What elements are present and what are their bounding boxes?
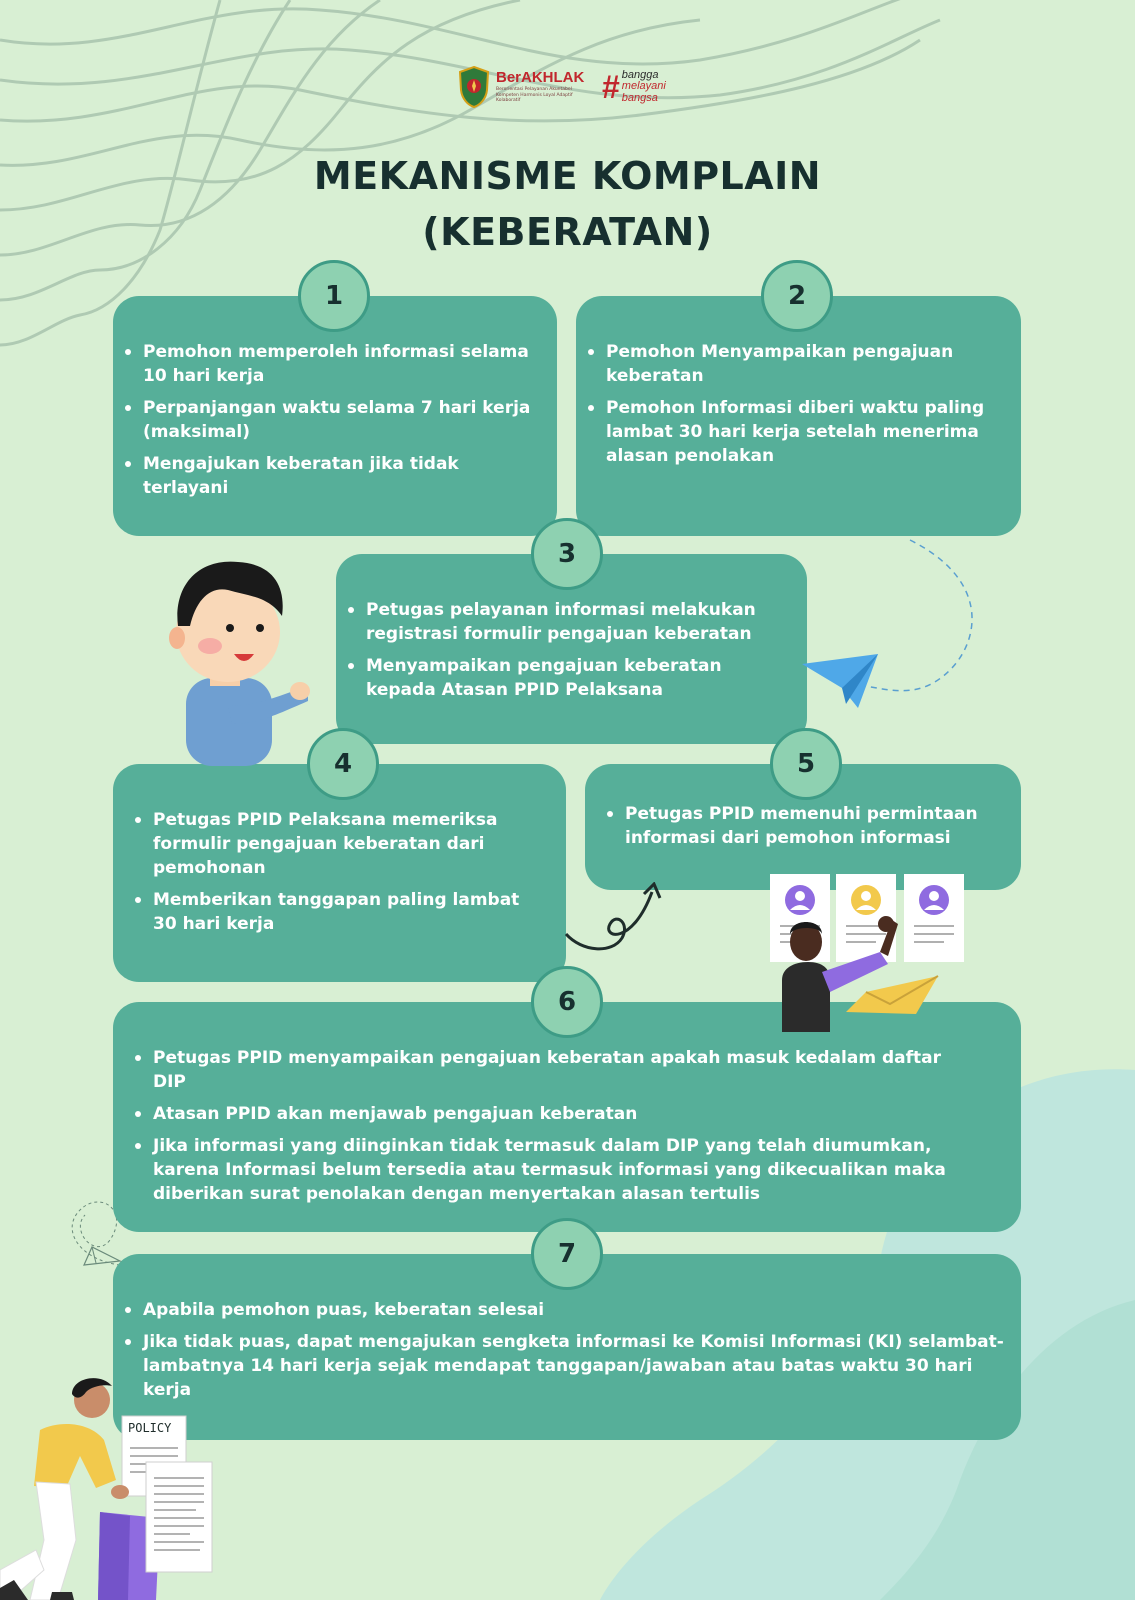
step-1-list: Pemohon memperoleh informasi selama 10 h… bbox=[113, 340, 541, 500]
step-2-list: Pemohon Menyampaikan pengajuan keberatan… bbox=[576, 340, 999, 468]
step-4-list: Petugas PPID Pelaksana memeriksa formuli… bbox=[123, 808, 546, 936]
list-item: Menyampaikan pengajuan keberatan kepada … bbox=[336, 654, 787, 702]
pointing-boy-illustration bbox=[169, 561, 310, 766]
list-item: Pemohon Informasi diberi waktu paling la… bbox=[576, 396, 999, 468]
list-item: Petugas PPID memenuhi permintaan informa… bbox=[595, 802, 1001, 850]
logo-tagline: Berorientasi Pelayanan Akuntabel Kompete… bbox=[496, 87, 573, 104]
small-paper-plane-icon bbox=[83, 1246, 122, 1266]
list-item: Pemohon Menyampaikan pengajuan keberatan bbox=[576, 340, 999, 388]
list-item: Petugas PPID Pelaksana memeriksa formuli… bbox=[123, 808, 546, 880]
list-item: Jika tidak puas, dapat mengajukan sengke… bbox=[113, 1330, 1011, 1402]
step-card-4: Petugas PPID Pelaksana memeriksa formuli… bbox=[113, 764, 566, 982]
step-badge-6: 6 bbox=[531, 966, 603, 1038]
profiles-selection-illustration bbox=[770, 874, 964, 1032]
step-card-2: Pemohon Menyampaikan pengajuan keberatan… bbox=[576, 296, 1021, 536]
policy-label: POLICY bbox=[128, 1421, 172, 1435]
hashtag-logo: # bangga melayani bangsa bbox=[602, 68, 666, 105]
policy-document-illustration: POLICY bbox=[0, 1378, 213, 1600]
step-5-list: Petugas PPID memenuhi permintaan informa… bbox=[595, 802, 1001, 850]
emblem-shield-icon bbox=[458, 66, 490, 108]
step-badge-2: 2 bbox=[761, 260, 833, 332]
step-card-1: Pemohon memperoleh informasi selama 10 h… bbox=[113, 296, 557, 536]
list-item: Petugas PPID menyampaikan pengajuan kebe… bbox=[123, 1046, 971, 1094]
step-card-3: Petugas pelayanan informasi melakukan re… bbox=[336, 554, 807, 744]
hashtag-word-3: bangsa bbox=[621, 91, 658, 104]
hashtag-word-1: bangga bbox=[621, 68, 659, 81]
logo-brand: BerAKHLAK bbox=[496, 69, 585, 87]
list-item: Atasan PPID akan menjawab pengajuan kebe… bbox=[123, 1102, 971, 1126]
page-title-line-2: (KEBERATAN) bbox=[422, 210, 713, 254]
step-7-list: Apabila pemohon puas, keberatan selesai … bbox=[113, 1298, 1011, 1402]
list-item: Petugas pelayanan informasi melakukan re… bbox=[336, 598, 787, 646]
logo-text: BerAKHLAK Berorientasi Pelayanan Akuntab… bbox=[496, 70, 592, 103]
hashtag-word-2: melayani bbox=[621, 80, 666, 93]
paper-plane-illustration bbox=[802, 654, 878, 708]
step-badge-5: 5 bbox=[770, 728, 842, 800]
step-badge-4: 4 bbox=[307, 728, 379, 800]
page-title: MEKANISME KOMPLAIN (KEBERATAN) bbox=[0, 148, 1135, 260]
list-item: Apabila pemohon puas, keberatan selesai bbox=[113, 1298, 1011, 1322]
hash-icon: # bbox=[602, 68, 620, 105]
curly-arrow-illustration bbox=[564, 882, 662, 951]
step-badge-7: 7 bbox=[531, 1218, 603, 1290]
berakhlak-logo: BerAKHLAK Berorientasi Pelayanan Akuntab… bbox=[458, 64, 678, 110]
step-badge-1: 1 bbox=[298, 260, 370, 332]
list-item: Memberikan tanggapan paling lambat 30 ha… bbox=[123, 888, 546, 936]
step-card-6: Petugas PPID menyampaikan pengajuan kebe… bbox=[113, 1002, 1021, 1232]
list-item: Jika informasi yang diinginkan tidak ter… bbox=[123, 1134, 971, 1206]
step-badge-3: 3 bbox=[531, 518, 603, 590]
list-item: Pemohon memperoleh informasi selama 10 h… bbox=[113, 340, 541, 388]
page-title-line-1: MEKANISME KOMPLAIN bbox=[313, 154, 822, 198]
list-item: Perpanjangan waktu selama 7 hari kerja (… bbox=[113, 396, 541, 444]
step-3-list: Petugas pelayanan informasi melakukan re… bbox=[336, 598, 787, 702]
step-6-list: Petugas PPID menyampaikan pengajuan kebe… bbox=[123, 1046, 971, 1206]
list-item: Mengajukan keberatan jika tidak terlayan… bbox=[113, 452, 541, 500]
